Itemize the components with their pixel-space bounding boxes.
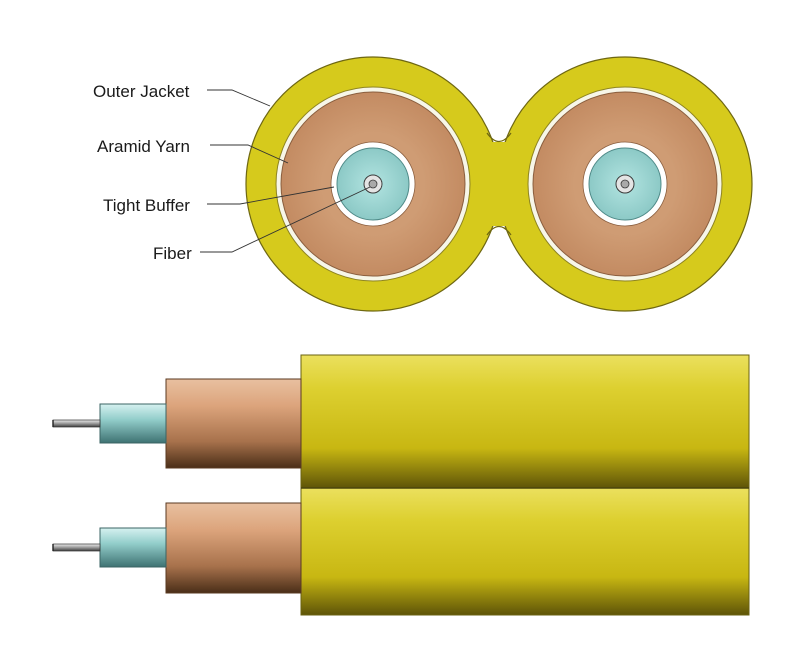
top-cable-side-view [52,354,750,489]
side-view [52,354,750,616]
cross-section-view: Outer Jacket Aramid Yarn Tight Buffer Fi… [93,56,753,312]
label-aramid-yarn: Aramid Yarn [97,137,190,156]
leader-fiber [200,186,371,253]
bottom-cable-side-view [52,487,750,616]
label-fiber: Fiber [153,244,192,263]
leader-tight-buffer [207,186,335,205]
label-tight-buffer: Tight Buffer [103,196,190,215]
leader-aramid-yarn [210,144,289,164]
right-fiber-unit-cross-section [532,91,718,277]
leader-outer-jacket [207,89,271,107]
left-fiber-unit-cross-section [280,91,466,277]
label-outer-jacket: Outer Jacket [93,82,190,101]
